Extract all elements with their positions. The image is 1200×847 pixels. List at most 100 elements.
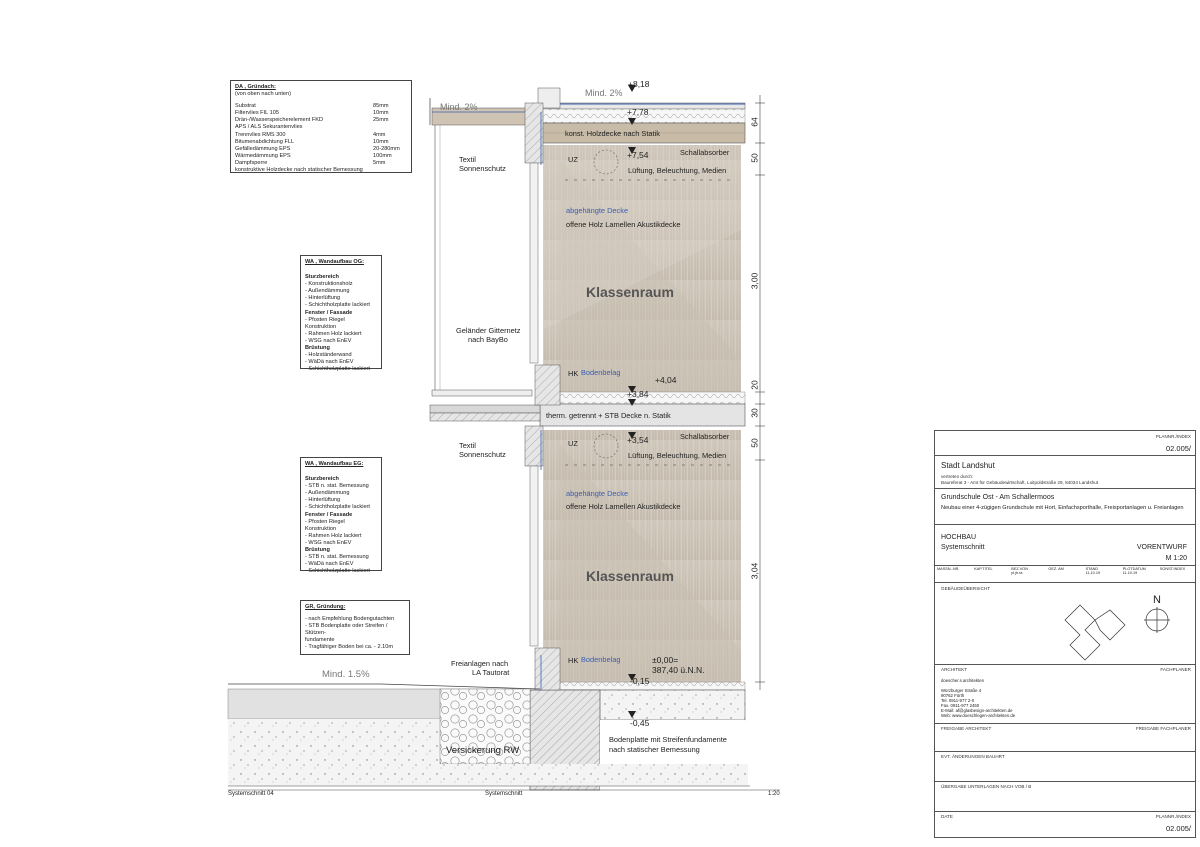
meta-header: MASSN.-NR. [937,567,960,571]
meta-header: SONST.INDEX [1159,567,1186,571]
roof-spec-row-name: Substrat [235,103,256,110]
roof-spec-row-name: Trennvlies RMS 300 [235,131,286,138]
wall-og-lines: Sturzbereich- Konstruktionsholz- Außendä… [305,274,377,373]
level-818: +8,18 [628,79,650,89]
railing-label-1: Geländer Gitternetz [456,326,521,335]
foundation-lines: - nach Empfehlung Bodengutachten- STB Bo… [305,616,405,651]
architect-lines: doescher.s.architekten Würzburger Straße… [941,678,1015,718]
level-045: -0,45 [630,718,650,728]
wall-eg-line: - Hinterlüftung [305,497,341,504]
roof-slope-label: Mind. 2% [440,102,478,112]
dim-50-og: 50 [749,153,760,163]
roof-spec-row-value: 20-280mm [373,145,400,152]
date-label: DATE [941,814,953,819]
freeland-label-2: LA Tautorat [472,668,510,677]
wall-eg-line: - Außendämmung [305,490,350,497]
dim-20: 20 [749,380,760,390]
meta-cell: MASSN.-NR. [935,566,972,582]
roof-spec-row-value: 25mm [373,117,389,124]
floor-cover-label-eg: Bodenbelag [581,655,621,664]
ceiling-acoustic-label-og: offene Holz Lamellen Akustikdecke [566,220,681,229]
plan-index-label: PLANNR./INDEX [1155,434,1191,439]
project: Grundschule Ost - Am Schallermoos [941,494,1055,501]
architect-line: E-Mail: af@glasbesign-architekten.de [941,708,1013,713]
roof-spec-row: konstruktive Holzdecke nach statischer B… [235,167,407,174]
level-015: -0,15 [630,676,650,686]
client-sub2: Baureferat 3 - Amt für Gebäudewirtschaft… [941,480,1099,485]
roof-spec-row-name: Gefälledämmung EPS [235,145,291,152]
wall-eg-line: - WSG nach EnEV [305,539,352,546]
meta-header: KAP.TITEL [974,567,993,571]
wall-eg-line: - Schichtholzplatte lackiert [305,504,370,511]
architect-line: Web: www.doeschlegen-architekten.de [941,713,1016,718]
roof-slope-label-2: Mind. 2% [585,88,623,98]
wall-eg-title: WA , Wandaufbau EG: [305,461,364,467]
architect-label: ARCHITEKT [941,667,968,672]
wall-og-line: - Pfosten Riegel Konstruktion [305,316,345,330]
discipline: HOCHBAU [941,534,977,541]
meta-header: PLOTDATUM [1122,567,1146,571]
roof-spec-row-value: 85mm [373,103,389,110]
uz-label-eg: UZ [568,439,578,448]
roof-deck-label: konst. Holzdecke nach Statik [565,129,660,138]
phase: VORENTWURF [1136,544,1187,551]
plan-index-label-2: PLANNR./INDEX [1155,814,1191,819]
roof-spec-row-name: Bitumenabdichtung FLL [235,138,295,145]
meta-header: BEZ.VON [1011,567,1028,571]
wall-eg-line: - STB n. stat. Bemessung [305,554,369,561]
room-label-eg: Klassenraum [586,568,674,584]
roof-spec-row-name: Drän-/Wasserspeicherelement FKD [235,117,324,124]
base-label-1: Bodenplatte mit Streifenfundamente [609,735,727,744]
meta-cell: KAP.TITEL [972,566,1009,582]
architect-line: Würzburger Straße 4 [941,688,982,693]
hk-label-og: HK [568,369,579,378]
architect-line: doescher.s.architekten [941,678,984,683]
ceiling-hung-label-eg: abgehängte Decke [566,489,629,498]
dim-30: 30 [749,408,760,418]
dim-300: 3,00 [749,272,760,290]
handover-label: ÜBERGABE UNTERLAGEN NACH VOB / B [941,784,1032,789]
footer-left: Systemschnitt 04 [228,791,274,797]
ground-slope-label: Mind. 1.5% [322,669,370,680]
wall-og-line: Sturzbereich [305,274,339,281]
roof-spec-row-name: APS / ALS Sekurantenvlies [235,124,303,131]
foundation-line: - STB Bodenplatte oder Streifen / [305,623,388,630]
roof-spec-box: DA , Gründach: (von oben nach unten) Sub… [230,80,412,173]
roof-spec-title: DA , Gründach: [235,84,276,90]
hk-label-eg: HK [568,656,579,665]
foundation-line: fundamente [305,637,335,644]
changes-label: EVT. ÄNDERUNGEN BAUHRT [941,754,1005,759]
freeland-label-1: Freianlagen nach [451,659,509,668]
level-778: +7,78 [627,107,649,117]
sunshade-label-og-1: Textil [459,155,476,164]
absorber-label-og: Schallabsorber [680,148,730,157]
scale: M 1:20 [1165,555,1187,562]
level-754: +7,54 [627,150,649,160]
railing-label-2: nach BayBo [468,335,508,344]
wall-og-line: - Außendämmung [305,288,350,295]
wall-og-line: - Hinterlüftung [305,295,341,302]
sunshade-label-eg-2: Sonnenschutz [459,450,506,459]
architect-line: 90762 Fürth [941,693,965,698]
wall-eg-line: - STB n. stat. Bemessung [305,483,369,490]
footer-scale: 1:20 [768,791,780,797]
overview-label: GEBÄUDEÜBERSICHT [941,586,991,591]
meta-value: pl.jb.ta [1011,571,1023,575]
media-label-eg: Lüftung, Beleuchtung, Medien [628,451,727,460]
media-label-og: Lüftung, Beleuchtung, Medien [628,166,727,175]
roof-spec-row-value: 100mm [373,152,392,159]
meta-header: GEZ. AM [1048,567,1064,571]
wall-og-line: - WSG nach EnEV [305,337,352,344]
wall-og-line: - Holzständerwand [305,352,352,359]
absorber-label-eg: Schallabsorber [680,432,730,441]
base-label-2: nach statischer Bemessung [609,745,700,754]
sunshade-label-og-2: Sonnenschutz [459,164,506,173]
roof-spec-row: Substrat 85mm [235,103,407,110]
